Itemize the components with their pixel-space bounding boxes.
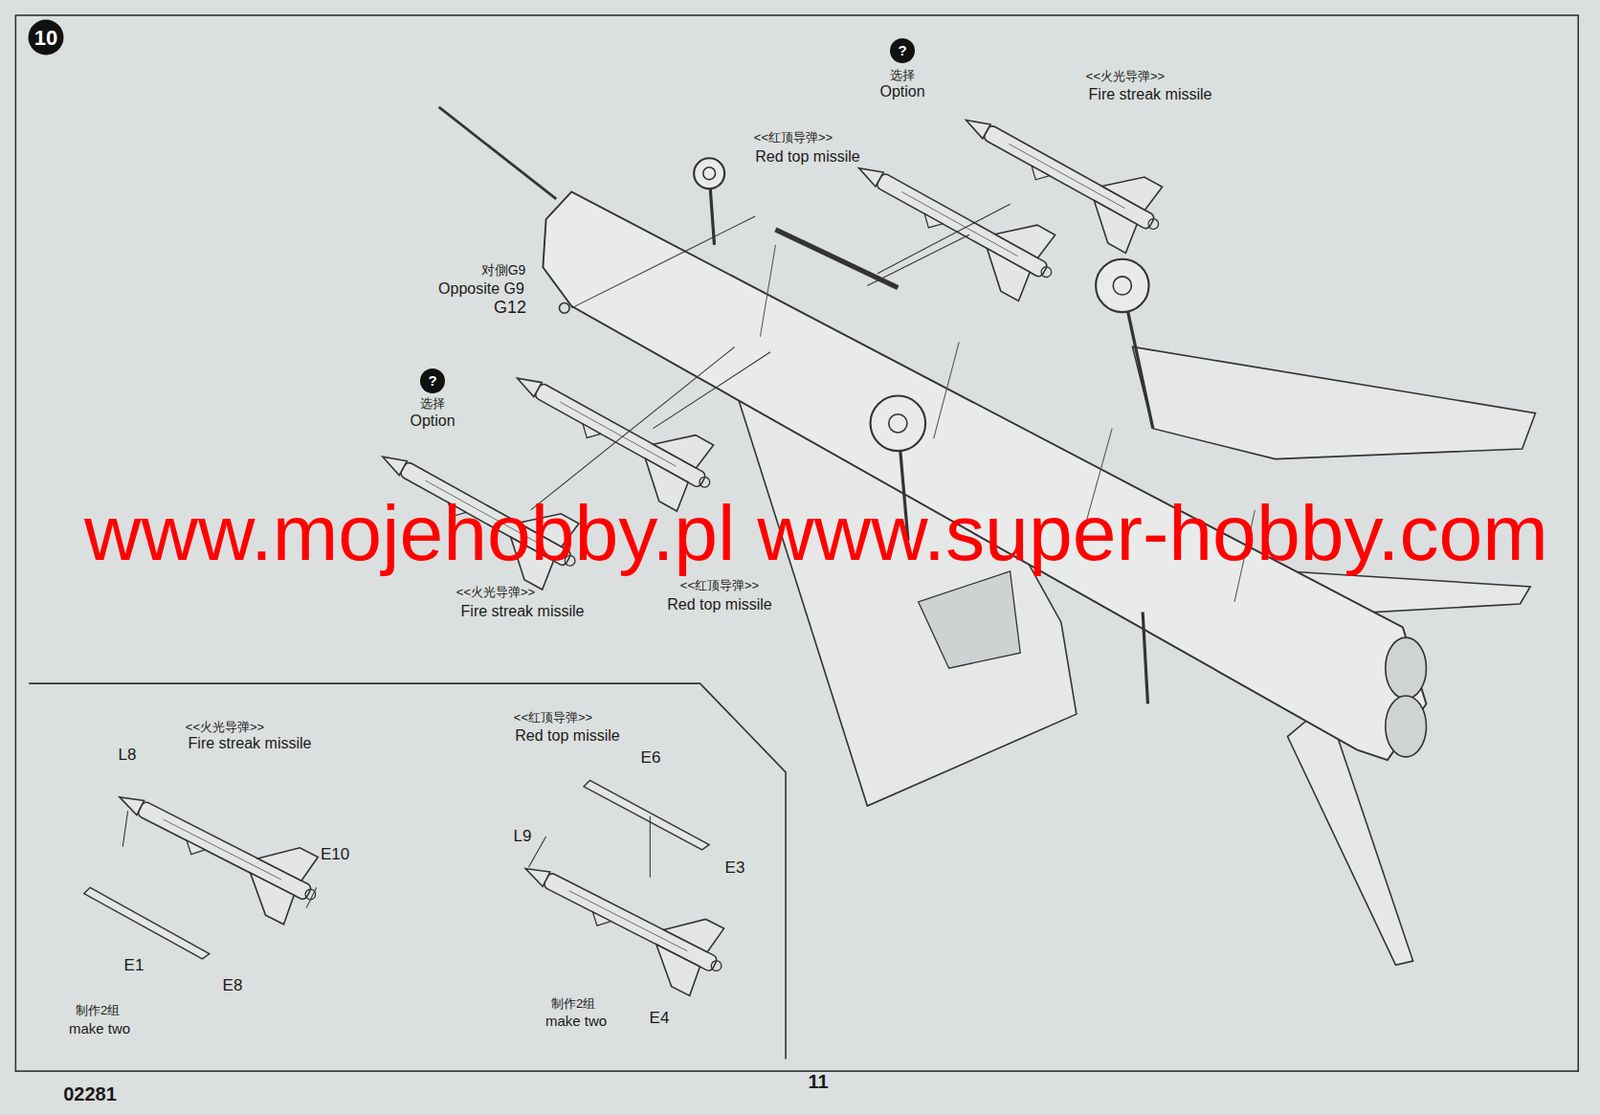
part-number: G12: [493, 298, 527, 318]
missile-name: <<火光导弹>>: [1086, 69, 1165, 84]
option-note: 选择: [889, 68, 915, 83]
option-icon: ?: [889, 38, 915, 64]
missile-name: Fire streak missile: [188, 734, 312, 753]
part-number: E4: [649, 1009, 670, 1028]
page-number: 11: [807, 1070, 828, 1092]
option-icon: ?: [420, 368, 445, 394]
missile-name: Red top missile: [755, 148, 860, 166]
part-number: E1: [124, 956, 145, 976]
missile-name: Fire streak missile: [461, 602, 585, 621]
page-code: 02281: [63, 1083, 117, 1105]
quantity-note: 制作2组: [551, 997, 596, 1011]
part-number: E8: [222, 977, 244, 996]
missile-name: <<红顶导弹>>: [513, 711, 593, 725]
missile-name: <<红顶导弹>>: [680, 578, 759, 593]
missile-name: Red top missile: [666, 596, 772, 614]
part-number: E6: [641, 749, 662, 768]
quantity-note: make two: [68, 1021, 131, 1038]
watermark: www.mojehobby.pl www.super-hobby.com: [84, 488, 1549, 577]
part-number: L8: [118, 746, 137, 765]
missile-name: <<红顶导弹>>: [754, 131, 833, 145]
part-note: Opposite G9: [438, 280, 525, 298]
missile-name: Fire streak missile: [1088, 86, 1213, 104]
quantity-note: make two: [545, 1013, 607, 1030]
option-note: 选择: [420, 397, 445, 411]
quantity-note: 制作2组: [75, 1003, 120, 1018]
option-note: Option: [409, 412, 455, 430]
missile-name: <<火光导弹>>: [185, 720, 265, 734]
part-number: E3: [725, 859, 746, 878]
part-number: L9: [513, 827, 533, 846]
missile-name: <<火光导弹>>: [456, 585, 535, 600]
option-note: Option: [879, 83, 925, 101]
missile-name: Red top missile: [514, 727, 620, 745]
part-number: E10: [320, 845, 350, 865]
part-note: 对側G9: [481, 263, 527, 278]
step-number: 10: [28, 20, 65, 56]
